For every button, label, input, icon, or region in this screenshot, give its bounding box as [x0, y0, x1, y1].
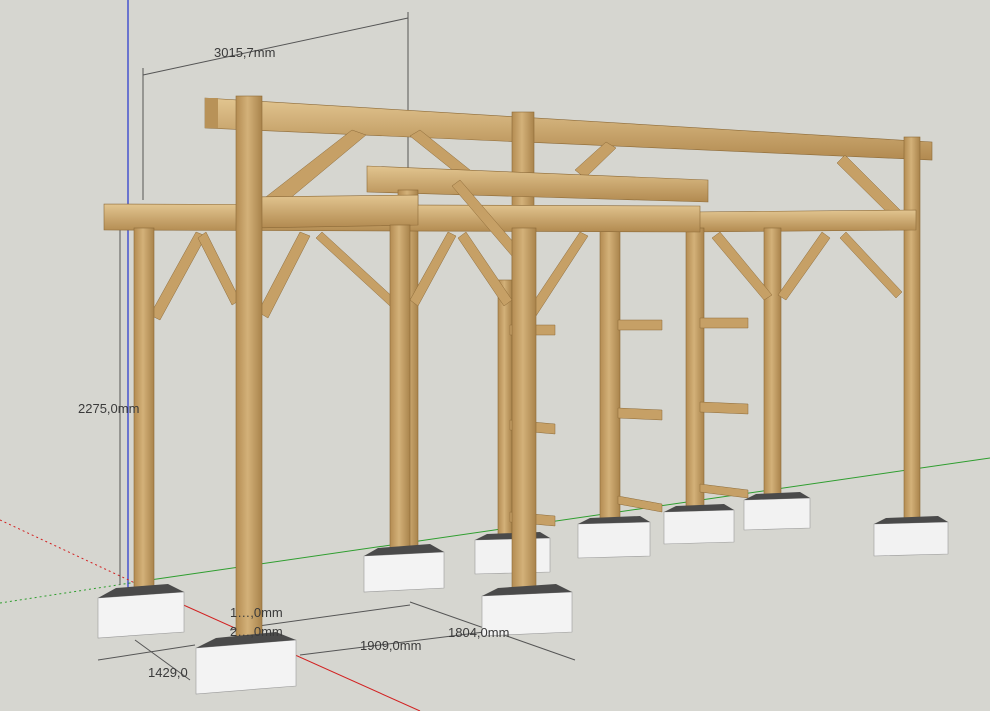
dimension-height: 2275,0mm — [78, 401, 139, 416]
dimension-span-a: 1…,0mm — [230, 605, 283, 620]
right-braces — [711, 231, 903, 301]
axis-green-dotted — [0, 579, 151, 604]
front-posts[interactable] — [133, 95, 537, 657]
front-footings — [97, 544, 573, 695]
axis-green — [149, 457, 990, 581]
side-beam-right[interactable] — [689, 209, 917, 233]
storage-arms — [509, 317, 749, 527]
dimension-span-b: 2…,0mm — [230, 624, 283, 639]
dimension-span-c: 1909,0mm — [360, 638, 421, 653]
rear-braces — [261, 129, 906, 223]
dimension-top-width: 3015,7mm — [214, 45, 275, 60]
dimension-span-d: 1804,0mm — [448, 625, 509, 640]
dimension-span-e: 1429,0 — [148, 665, 188, 680]
rear-footings — [474, 492, 949, 575]
front-braces — [149, 179, 589, 321]
rear-top-beam[interactable] — [204, 97, 933, 161]
